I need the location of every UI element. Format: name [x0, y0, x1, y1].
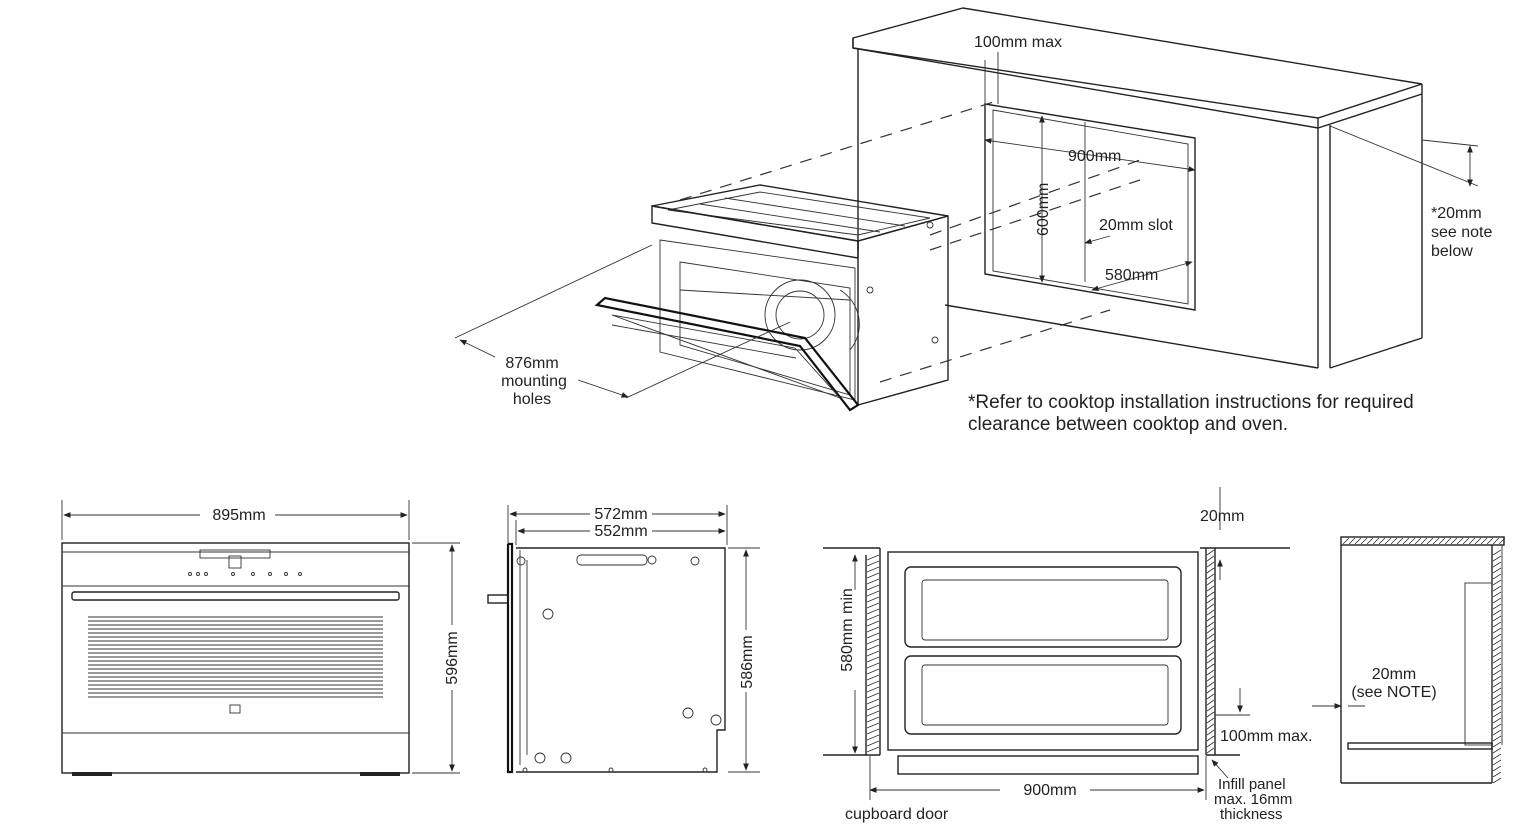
cabinet-front-view: [823, 487, 1290, 800]
section-gap-line1: 20mm: [1372, 666, 1416, 683]
footnote-line1: *Refer to cooktop installation instructi…: [968, 392, 1414, 413]
side-depth-outer: 572mm: [594, 506, 647, 523]
section-view: [1312, 536, 1506, 784]
infill-line3: thickness: [1220, 806, 1283, 823]
note-20mm-line1: *20mm: [1431, 205, 1482, 222]
alignment-dashes: [679, 99, 1141, 383]
infill-line1: Infill panel: [1218, 776, 1286, 793]
note-20mm-line2: see note: [1431, 224, 1492, 241]
dim-20mm-slot: 20mm slot: [1099, 217, 1173, 234]
note-20mm-line3: below: [1431, 243, 1473, 260]
side-height-label: 586mm: [739, 635, 756, 688]
infill-line2: max. 16mm: [1214, 791, 1292, 808]
front-view: [61, 500, 460, 776]
mounting-line2: mounting: [501, 373, 567, 390]
isometric-cabinet: [852, 7, 1479, 369]
mounting-line1: 876mm: [505, 355, 558, 372]
dim-900mm-iso: 900mm: [1068, 148, 1121, 165]
isometric-oven: [454, 184, 949, 412]
cabinet-top-gap: 20mm: [1200, 508, 1244, 525]
front-width-label: 895mm: [212, 507, 265, 524]
front-height-label: 596mm: [444, 631, 461, 684]
mounting-line3: holes: [513, 391, 551, 408]
footnote-line2: clearance between cooktop and oven.: [968, 414, 1288, 435]
side-view: [487, 505, 760, 774]
cabinet-bottom-gap: 100mm max.: [1220, 728, 1312, 745]
cabinet-width-label: 900mm: [1023, 782, 1076, 799]
dim-580mm-iso: 580mm: [1105, 267, 1158, 284]
cupboard-door-label: cupboard door: [845, 806, 949, 823]
dim-600mm-iso: 600mm: [1035, 183, 1052, 236]
cabinet-height-min: 580mm min: [839, 588, 856, 672]
section-gap-line2: (see NOTE): [1351, 684, 1436, 701]
side-depth-inner: 552mm: [594, 523, 647, 540]
dim-100mm-max: 100mm max: [974, 34, 1062, 51]
